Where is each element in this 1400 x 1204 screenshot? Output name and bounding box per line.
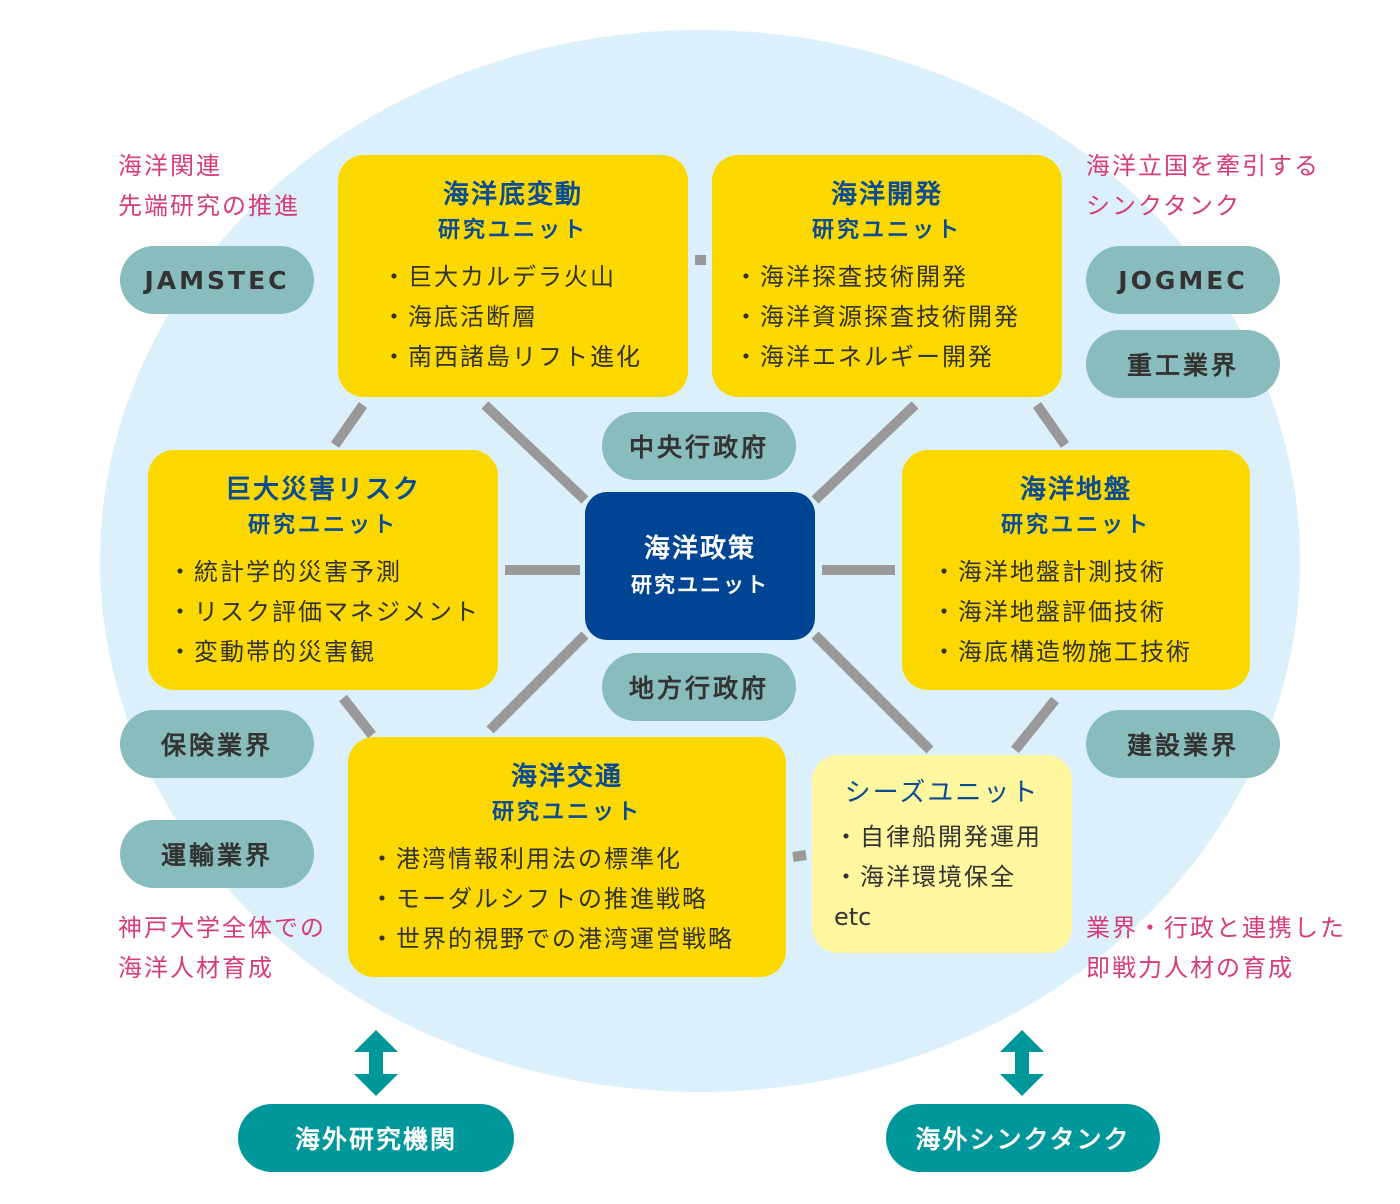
unit-item: 巨大カルデラ火山 (382, 257, 688, 297)
unit-subtitle: 研究ユニット (1000, 513, 1151, 538)
unit-item: 海洋地盤評価技術 (932, 592, 1250, 632)
double-arrow-icon (354, 1030, 398, 1096)
unit-item: 南西諸島リフト進化 (382, 337, 688, 377)
note-line: 神戸大学全体での (118, 914, 326, 942)
unit-item: 統計学的災害予測 (168, 552, 498, 592)
note-line: 即戦力人材の育成 (1086, 954, 1294, 982)
unit-item: 海洋地盤計測技術 (932, 552, 1250, 592)
note-line: 海洋関連 (118, 152, 222, 180)
connector (330, 402, 368, 448)
partner-insurance: 保険業界 (120, 710, 314, 778)
seeds-item: 自律船開発運用 (834, 817, 1072, 857)
unit-item: 海底活断層 (382, 297, 688, 337)
partner-construction: 建設業界 (1086, 710, 1280, 778)
unit-maritime-transport: 海洋交通 研究ユニット 港湾情報利用法の標準化モーダルシフトの推進戦略世界的視野… (348, 737, 786, 977)
seeds-etc: etc (834, 903, 872, 931)
note-bottom-left: 神戸大学全体での海洋人材育成 (118, 908, 326, 988)
unit-subtitle: 研究ユニット (811, 218, 962, 243)
note-bottom-right: 業界・行政と連携した即戦力人材の育成 (1086, 908, 1346, 988)
connector (486, 631, 589, 734)
note-top-right: 海洋立国を牽引するシンクタンク (1086, 146, 1320, 226)
unit-item: 変動帯的災害観 (168, 632, 498, 672)
unit-item: 海底構造物施工技術 (932, 632, 1250, 672)
partner-local-government: 地方行政府 (602, 653, 796, 721)
center-unit-ocean-policy: 海洋政策 研究ユニット (585, 492, 815, 640)
partner-jamstec: JAMSTEC (120, 246, 314, 314)
partner-jogmec: JOGMEC (1086, 246, 1280, 314)
note-line: 海洋立国を牽引する (1086, 152, 1320, 180)
overseas-think-tanks: 海外シンクタンク (886, 1104, 1160, 1172)
unit-item: 海洋エネルギー開発 (734, 337, 1062, 377)
unit-item: 海洋探査技術開発 (734, 257, 1062, 297)
unit-subtitle: 研究ユニット (491, 800, 642, 825)
connector (811, 631, 934, 754)
unit-subtitle: 研究ユニット (437, 218, 588, 243)
center-title: 海洋政策 (643, 534, 756, 564)
center-subtitle: 研究ユニット (631, 573, 769, 597)
unit-ocean-development: 海洋開発 研究ユニット 海洋探査技術開発海洋資源探査技術開発海洋エネルギー開発 (712, 155, 1062, 397)
unit-item: モーダルシフトの推進戦略 (370, 879, 786, 919)
connector (1011, 696, 1059, 754)
seeds-item: 海洋環境保全 (834, 857, 1072, 897)
connector (811, 401, 919, 504)
note-line: 海洋人材育成 (118, 954, 274, 982)
unit-title: 巨大災害リスク (224, 475, 421, 505)
connector (792, 850, 807, 862)
unit-title: 海洋交通 (510, 762, 623, 792)
unit-title: 海洋開発 (830, 180, 943, 210)
unit-seafloor-dynamics: 海洋底変動 研究ユニット 巨大カルデラ火山海底活断層南西諸島リフト進化 (338, 155, 688, 397)
connector (481, 401, 589, 504)
note-line: シンクタンク (1086, 192, 1242, 220)
unit-disaster-risk: 巨大災害リスク 研究ユニット 統計学的災害予測リスク評価マネジメント変動帯的災害… (148, 450, 498, 690)
unit-item: 港湾情報利用法の標準化 (370, 839, 786, 879)
unit-title: 海洋底変動 (442, 180, 583, 210)
unit-subtitle: 研究ユニット (247, 513, 398, 538)
connector (339, 694, 376, 739)
partner-heavy-industry: 重工業界 (1086, 330, 1280, 398)
overseas-research-institutions: 海外研究機関 (238, 1104, 514, 1172)
unit-item: 世界的視野での港湾運営戦略 (370, 919, 786, 959)
connector (1032, 402, 1070, 448)
partner-transport: 運輸業界 (120, 820, 314, 888)
unit-title: 海洋地盤 (1019, 475, 1132, 505)
double-arrow-icon (1000, 1030, 1044, 1096)
note-line: 業界・行政と連携した (1086, 914, 1346, 942)
unit-seeds: シーズユニット 自律船開発運用海洋環境保全 etc (812, 755, 1072, 953)
seeds-title: シーズユニット (844, 778, 1040, 808)
unit-ocean-ground: 海洋地盤 研究ユニット 海洋地盤計測技術海洋地盤評価技術海底構造物施工技術 (902, 450, 1250, 690)
unit-item: 海洋資源探査技術開発 (734, 297, 1062, 337)
note-top-left: 海洋関連先端研究の推進 (118, 146, 300, 226)
unit-item: リスク評価マネジメント (168, 592, 498, 632)
note-line: 先端研究の推進 (118, 192, 300, 220)
partner-central-government: 中央行政府 (602, 412, 796, 480)
